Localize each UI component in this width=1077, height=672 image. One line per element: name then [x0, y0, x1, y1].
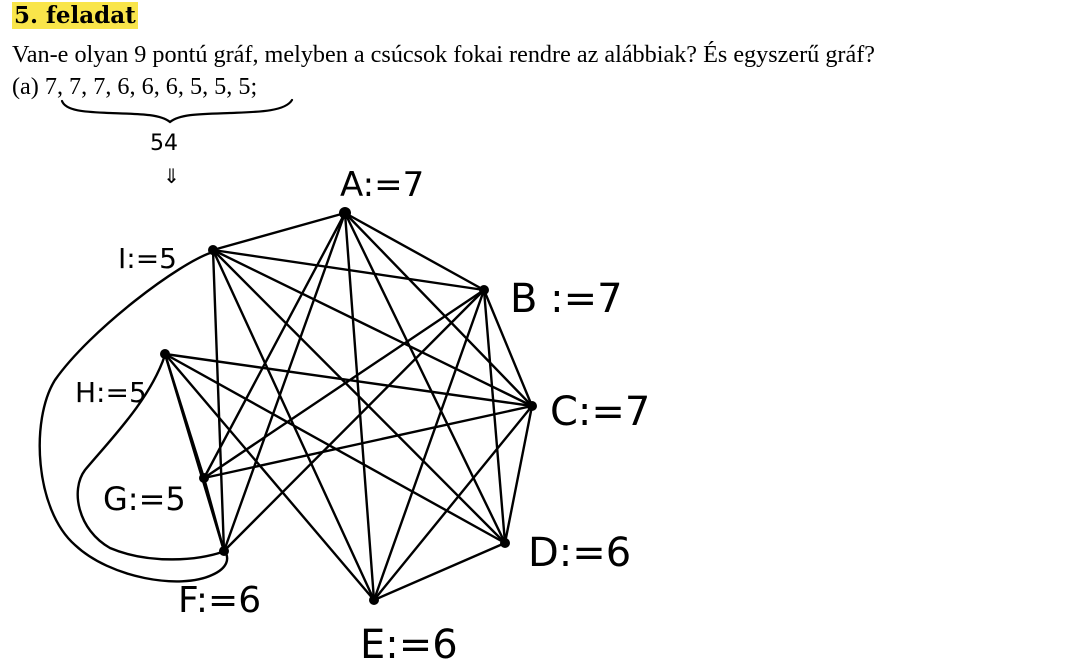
edge-D-I — [211, 248, 507, 545]
edge-A-G — [202, 211, 347, 480]
vertex-label-F: F:=6 — [178, 580, 261, 621]
edge-B-C — [482, 288, 534, 408]
vertex-B — [479, 285, 489, 295]
edge-A-E — [343, 211, 376, 602]
edge-A-C — [343, 211, 534, 408]
edge-C-D — [503, 404, 534, 545]
vertex-label-G: G:=5 — [103, 480, 186, 518]
edge-E-H — [163, 352, 376, 602]
question-text: Van-e olyan 9 pontú gráf, melyben a csúc… — [12, 41, 875, 68]
vertex-label-I: I:=5 — [118, 242, 177, 275]
edge-G-H — [163, 352, 206, 480]
edge-H-G-curve — [76, 353, 224, 561]
vertex-A — [339, 207, 351, 219]
vertex-labels: A:=7 B :=7 C:=7 D:=6 E:=6 F:=6 G:=5 H:=5… — [75, 165, 650, 668]
edge-B-I — [211, 248, 486, 292]
vertex-C — [527, 401, 537, 411]
edge-A-F — [222, 211, 347, 553]
vertex-label-D: D:=6 — [528, 530, 631, 576]
graph-nodes — [160, 207, 537, 605]
vertex-label-B: B :=7 — [510, 276, 623, 322]
edge-B-E — [372, 288, 486, 602]
vertex-label-A: A:=7 — [340, 165, 424, 205]
edge-C-E — [372, 404, 534, 602]
vertex-D — [500, 538, 510, 548]
vertex-F — [219, 546, 229, 556]
edge-B-G — [202, 288, 486, 480]
edge-B-D — [482, 288, 507, 545]
task-title-text: 5. feladat — [12, 2, 138, 29]
graph-edges — [163, 211, 534, 602]
edge-B-F — [222, 288, 486, 553]
task-title: 5. feladat — [12, 2, 138, 30]
vertex-label-H: H:=5 — [75, 376, 147, 409]
edge-I-F-loop — [38, 250, 229, 583]
part-a: (a)7, 7, 7, 6, 6, 6, 5, 5, 5; — [12, 72, 257, 102]
edge-F-I — [211, 248, 226, 553]
edge-A-D — [343, 211, 507, 545]
edge-D-E — [372, 541, 507, 602]
edge-A-I — [211, 211, 347, 252]
edge-A-B — [343, 211, 486, 292]
vertex-E — [369, 595, 379, 605]
part-label: (a) — [12, 73, 39, 100]
edge-C-H — [163, 352, 534, 408]
edge-E-I — [211, 248, 376, 602]
vertex-label-C: C:=7 — [550, 389, 650, 435]
vertex-H — [160, 349, 170, 359]
implies-arrow: ⇓ — [163, 164, 180, 188]
sum-annotation: 54 — [150, 131, 178, 156]
edge-C-I — [211, 248, 534, 408]
vertex-G — [199, 473, 209, 483]
edge-D-H — [163, 352, 507, 545]
vertex-I — [208, 245, 218, 255]
sum-brace — [60, 98, 294, 124]
degree-sequence: 7, 7, 7, 6, 6, 6, 5, 5, 5; — [44, 73, 258, 100]
vertex-label-E: E:=6 — [360, 622, 458, 668]
